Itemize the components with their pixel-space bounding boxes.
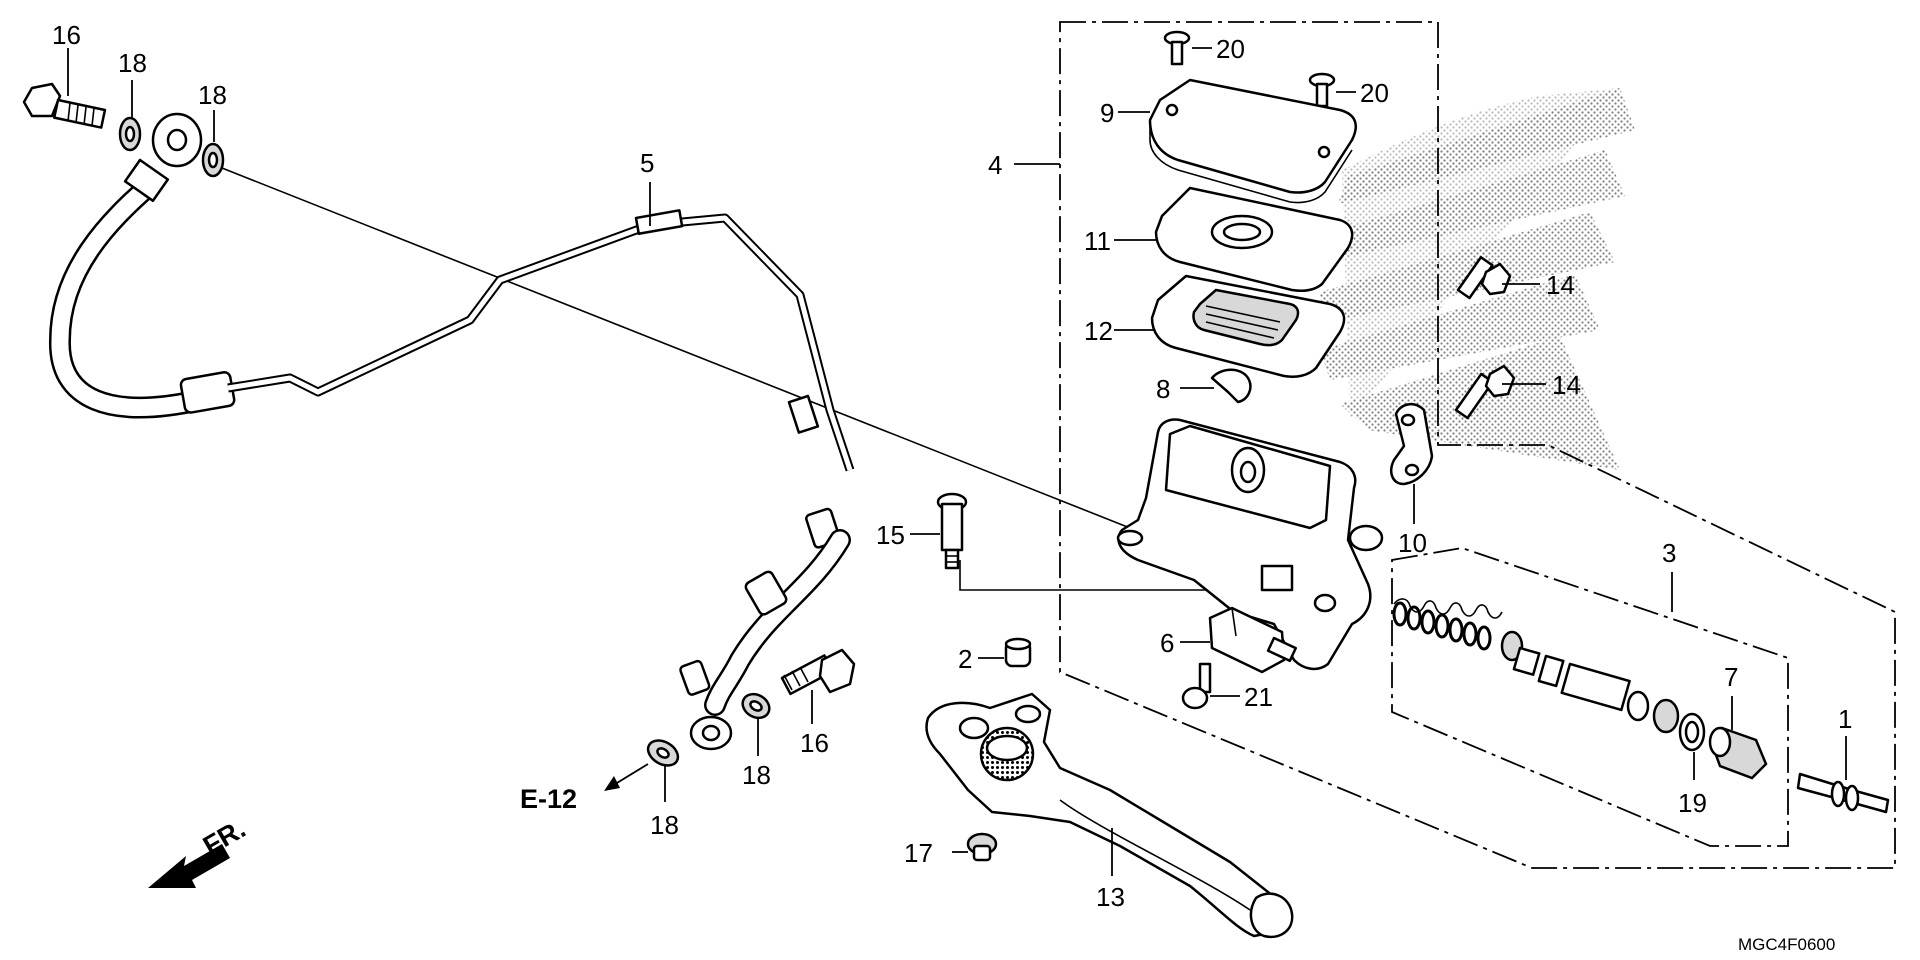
- callout-6: 6: [1160, 628, 1174, 658]
- clutch-lever-13: [925, 692, 1294, 939]
- callout-21: 21: [1244, 682, 1273, 712]
- circlip-19: [1678, 712, 1706, 752]
- clutch-hose-pipe: [48, 112, 855, 751]
- callout-17: 17: [904, 838, 933, 868]
- push-rod-1: [1796, 772, 1890, 814]
- sealing-washer-18-top-right: [201, 142, 225, 178]
- holder-clamp-10: [1390, 402, 1434, 486]
- screw-20-right: [1308, 72, 1336, 108]
- callout-8: 8: [1156, 374, 1170, 404]
- callout-10: 10: [1398, 528, 1427, 558]
- assembly-boxes: [1059, 21, 1896, 869]
- callout-numbers: 16 18 18 5 4 20 20 9 11 12 8 14 14 10 3 …: [52, 20, 1852, 912]
- callout-2: 2: [958, 644, 972, 674]
- callout-16-top: 16: [52, 20, 81, 50]
- callout-12: 12: [1084, 316, 1113, 346]
- callout-13: 13: [1096, 882, 1125, 912]
- holder-bolt-14-lower: [1454, 364, 1516, 420]
- callout-18-top-left: 18: [118, 48, 147, 78]
- master-cylinder-body-4: [1116, 418, 1384, 671]
- callout-leaders: [67, 47, 1847, 876]
- callout-5: 5: [640, 148, 654, 178]
- retainer-clip-8: [1210, 368, 1252, 404]
- callout-4: 4: [988, 150, 1002, 180]
- callout-19: 19: [1678, 788, 1707, 818]
- reference-arrow: [604, 763, 649, 791]
- callout-20-left: 20: [1216, 34, 1245, 64]
- diaphragm-12: [1150, 274, 1346, 378]
- collar-2: [1004, 637, 1032, 668]
- axis-lines: [221, 167, 1280, 591]
- callout-14-upper: 14: [1546, 270, 1575, 300]
- reservoir-cap-9: [1148, 78, 1357, 204]
- banjo-bolt-16-top: [22, 82, 107, 129]
- callout-18-top-right: 18: [198, 80, 227, 110]
- boot-7: [1708, 726, 1768, 780]
- diaphragm-plate-11: [1154, 186, 1354, 292]
- sealing-washer-18-top-left: [118, 116, 142, 152]
- holder-bolt-14-upper: [1456, 255, 1512, 300]
- callout-16-lower: 16: [800, 728, 829, 758]
- diagram-code: MGC4F0600: [1738, 935, 1835, 954]
- callout-7: 7: [1724, 662, 1738, 692]
- callout-9: 9: [1100, 98, 1114, 128]
- callout-1: 1: [1838, 704, 1852, 734]
- piston-set-3: [1392, 598, 1680, 734]
- front-direction-arrow-icon: FR.: [148, 813, 251, 888]
- callout-20-right: 20: [1360, 78, 1389, 108]
- screw-20-left: [1163, 30, 1191, 66]
- callout-18-lower-left: 18: [650, 810, 679, 840]
- callout-11: 11: [1084, 226, 1111, 256]
- wing-logo-watermark: [1318, 88, 1635, 470]
- callout-15: 15: [876, 520, 905, 550]
- callout-18-lower-right: 18: [742, 760, 771, 790]
- screw-21: [1181, 662, 1212, 710]
- banjo-bolt-16-lower: [780, 648, 856, 696]
- sealing-washer-18-lower-right: [741, 692, 771, 720]
- callout-14-lower: 14: [1552, 370, 1581, 400]
- clutch-switch-6: [1208, 606, 1298, 674]
- sealing-washer-18-lower-left: [646, 739, 680, 767]
- grommet-17: [966, 832, 998, 862]
- pivot-bolt-15: [936, 492, 968, 570]
- callout-3: 3: [1662, 538, 1676, 568]
- reference-label: E-12: [520, 784, 577, 814]
